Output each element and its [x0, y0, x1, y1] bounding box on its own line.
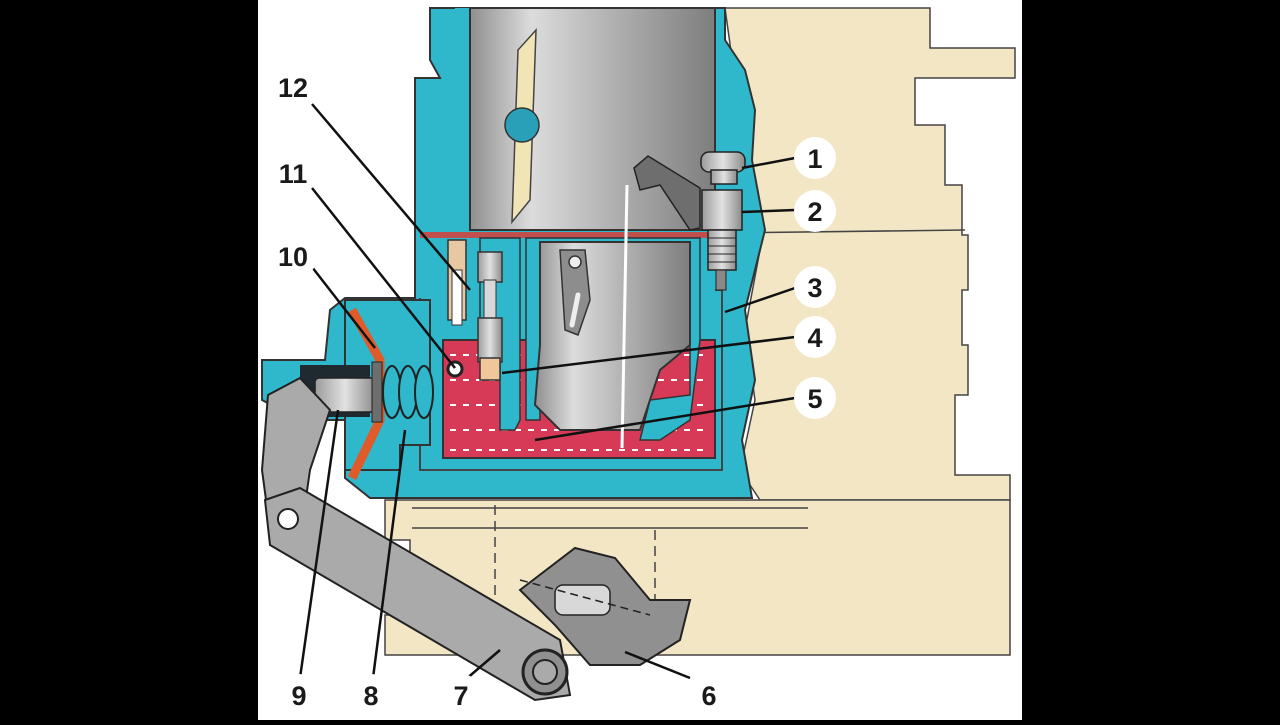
callout-label-7: 7: [453, 681, 468, 711]
screw-and-valve: [700, 151, 746, 291]
lever-pivot: [277, 508, 299, 530]
throttle-lever: [559, 249, 591, 336]
jets: [447, 239, 503, 381]
gasket: [420, 232, 720, 238]
diaphragm-plate: [371, 361, 383, 423]
pump-nozzle: [633, 155, 701, 231]
callout-label-8: 8: [363, 681, 378, 711]
callout-label-9: 9: [291, 681, 306, 711]
pump-lever-arm: [263, 486, 572, 702]
roller-hub: [532, 659, 558, 685]
callout-label-6: 6: [701, 681, 716, 711]
callout-3: 3: [794, 266, 836, 308]
callout-1: 1: [794, 137, 836, 179]
callout-label-12: 12: [278, 73, 308, 103]
wall-top: [455, 8, 470, 230]
callout-11: 11: [269, 149, 317, 197]
callout-label-4: 4: [807, 323, 822, 353]
pump-spring: [382, 365, 434, 419]
callout-label-3: 3: [807, 273, 822, 303]
callout-label-11: 11: [279, 159, 308, 189]
callout-8: 8: [350, 674, 392, 716]
callout-5: 5: [794, 377, 836, 419]
callout-label-10: 10: [278, 242, 308, 272]
nozzle-passage: [620, 184, 629, 449]
lever-slot: [569, 292, 581, 328]
callout-6: 6: [688, 674, 730, 716]
choke-shaft: [504, 107, 540, 143]
callout-9: 9: [278, 674, 320, 716]
cam-slot: [554, 584, 611, 616]
carburetor-body-lower: [384, 499, 1011, 656]
callout-10: 10: [269, 232, 317, 280]
left-black-bar: [0, 0, 258, 720]
callout-label-5: 5: [807, 384, 822, 414]
callout-4: 4: [794, 316, 836, 358]
cam-axis: [519, 579, 651, 616]
leader-lines: [298, 103, 796, 681]
callout-label-1: 1: [807, 144, 822, 174]
callout-label-2: 2: [807, 197, 822, 227]
lever-pin: [568, 255, 582, 269]
check-ball: [446, 360, 464, 378]
right-black-bar: [1022, 0, 1280, 720]
callout-2: 2: [794, 190, 836, 232]
callout-12: 12: [269, 63, 317, 111]
callout-7: 7: [440, 674, 482, 716]
